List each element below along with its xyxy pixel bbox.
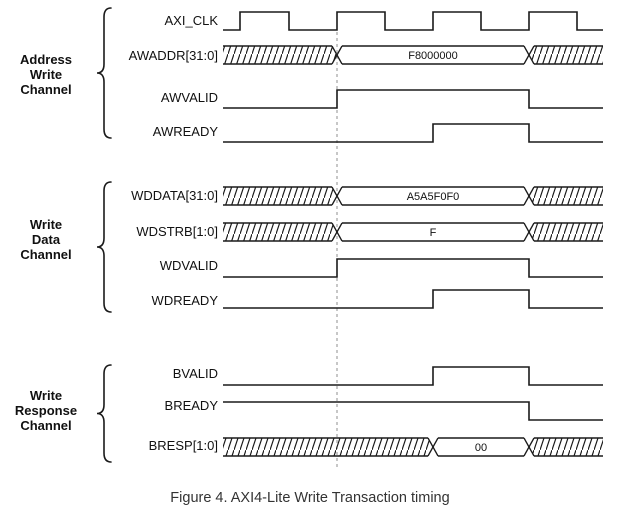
signal-label-wddata: WDDATA[31:0] xyxy=(131,188,218,203)
waveform-wdstrb-1-0: F xyxy=(223,222,603,242)
group-label-address-write-channel: Address Write Channel xyxy=(0,52,92,97)
brace-address-write-channel xyxy=(96,7,112,139)
group-label-line: Response xyxy=(14,403,78,418)
group-label-line: Channel xyxy=(20,418,72,433)
waveform-wdready xyxy=(223,289,603,309)
brace-write-response-channel xyxy=(96,364,112,463)
figure-caption: Figure 4. AXI4-Lite Write Transaction ti… xyxy=(170,490,450,506)
waveform-bvalid xyxy=(223,366,603,386)
waveform-wddata-31-0: A5A5F0F0 xyxy=(223,186,603,206)
bus-value: F xyxy=(430,227,437,239)
signal-label-awready: AWREADY xyxy=(152,124,218,139)
group-label-line: Channel xyxy=(20,247,72,262)
waveform-bresp-1-0: 00 xyxy=(223,437,603,457)
waveform-bready xyxy=(223,401,603,421)
waveform-awvalid xyxy=(223,89,603,109)
signal-label-axi-clk: AXI_CLK xyxy=(164,13,218,28)
group-label-write-data-channel: Write Data Channel xyxy=(0,217,92,262)
bus-value: A5A5F0F0 xyxy=(407,191,460,203)
waveform-awready xyxy=(223,123,603,143)
signal-label-awaddr: AWADDR[31:0] xyxy=(128,48,218,63)
signal-label-bready: BREADY xyxy=(164,398,218,413)
signal-label-wdstrb: WDSTRB[1:0] xyxy=(136,224,218,239)
signal-label-bresp: BRESP[1:0] xyxy=(148,438,218,453)
waveform-awaddr-31-0: F8000000 xyxy=(223,45,603,65)
bus-value: 00 xyxy=(475,442,487,454)
group-label-line: Channel xyxy=(20,82,72,97)
group-label-line: Write xyxy=(29,388,63,403)
group-label-write-response-channel: Write Response Channel xyxy=(0,388,92,433)
signal-label-wdvalid: WDVALID xyxy=(159,258,218,273)
bus-value: F8000000 xyxy=(408,50,458,62)
waveform-wdvalid xyxy=(223,258,603,278)
group-label-line: Write xyxy=(29,217,63,232)
group-label-line: Write xyxy=(29,67,63,82)
group-label-line: Address xyxy=(19,52,73,67)
signal-label-awvalid: AWVALID xyxy=(160,90,218,105)
signal-label-wdready: WDREADY xyxy=(151,293,218,308)
signal-label-bvalid: BVALID xyxy=(172,366,218,381)
group-label-line: Data xyxy=(31,232,61,247)
brace-write-data-channel xyxy=(96,181,112,313)
waveform-axi-clk xyxy=(223,11,603,31)
